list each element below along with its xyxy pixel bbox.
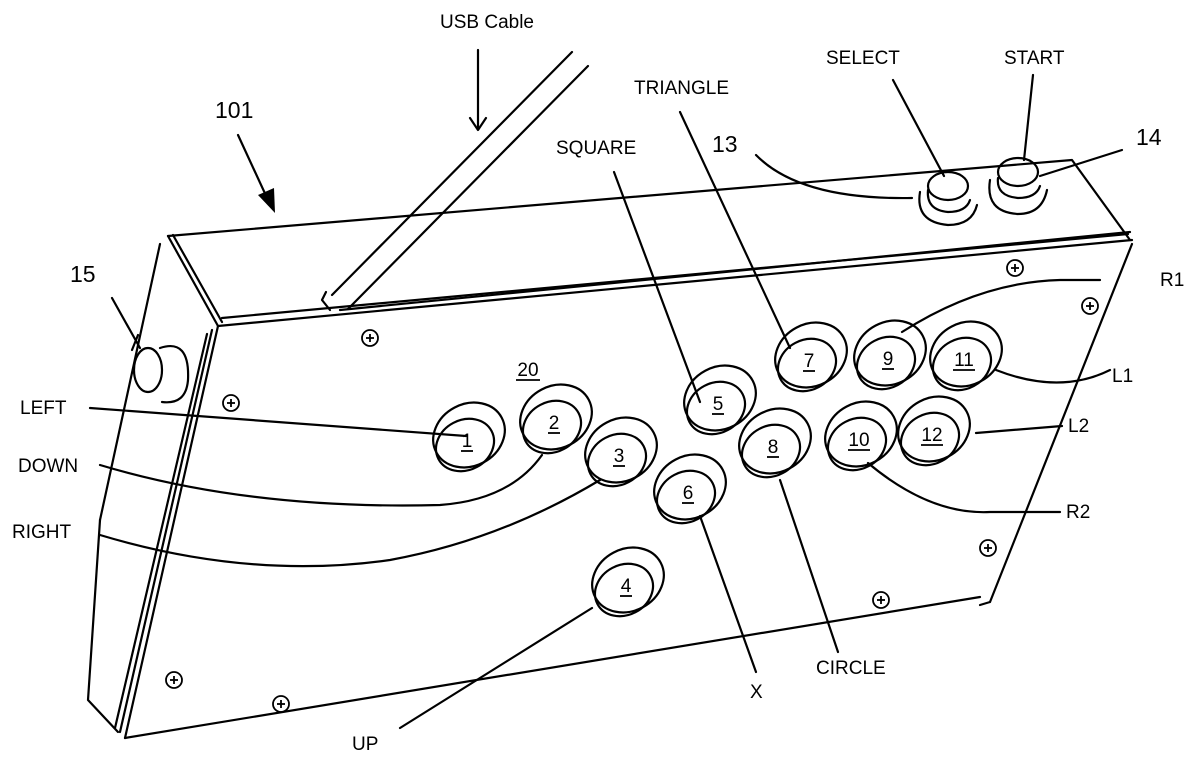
top-left-bevel bbox=[168, 236, 218, 326]
select-label: SELECT bbox=[826, 48, 900, 69]
l2-label: L2 bbox=[1068, 416, 1089, 437]
leader-l1 bbox=[996, 370, 1110, 383]
arcade-button-11[interactable]: 11 bbox=[919, 309, 1013, 400]
arcade-button-4[interactable]: 4 bbox=[581, 535, 675, 626]
square-label: SQUARE bbox=[556, 138, 636, 159]
up-label: UP bbox=[352, 734, 378, 755]
panel-right-lip bbox=[980, 602, 990, 605]
screw-icon bbox=[362, 330, 378, 346]
panel-right-edge bbox=[990, 244, 1132, 602]
screw-icon bbox=[1007, 260, 1023, 276]
start-label: START bbox=[1004, 48, 1065, 69]
arcade-button-9[interactable]: 9 bbox=[843, 308, 937, 399]
top-left-bevel-inner bbox=[173, 235, 222, 322]
device-reference: 101 bbox=[215, 97, 275, 213]
r1-label: R1 bbox=[1160, 270, 1184, 291]
select-ref-numeral: 13 bbox=[712, 131, 738, 157]
panel-left-edge-inner2 bbox=[115, 334, 207, 728]
screw-icon bbox=[873, 592, 889, 608]
panel-rim-1 bbox=[218, 240, 1132, 326]
arcade-button-10[interactable]: 10 bbox=[814, 389, 908, 480]
leader-r2 bbox=[868, 463, 1060, 512]
leader-left bbox=[90, 408, 466, 436]
x-label: X bbox=[750, 682, 763, 703]
top-back-edge bbox=[168, 160, 1130, 240]
arcade-button-3[interactable]: 3 bbox=[574, 405, 668, 496]
screw-icon bbox=[273, 696, 289, 712]
screw-icon bbox=[980, 540, 996, 556]
usb-cable: USB Cable bbox=[322, 12, 588, 310]
arcade-button-8[interactable]: 8 bbox=[728, 396, 822, 487]
arcade-button-6[interactable]: 6 bbox=[643, 442, 737, 533]
start-ref-numeral: 14 bbox=[1136, 124, 1162, 150]
leader-l2 bbox=[976, 426, 1062, 433]
button-number: 7 bbox=[804, 351, 815, 372]
triangle-label: TRIANGLE bbox=[634, 78, 729, 99]
button-number: 10 bbox=[848, 430, 869, 451]
leader-x bbox=[700, 516, 756, 672]
device-ref-arrow-icon bbox=[258, 188, 275, 213]
side-button-15: 15 bbox=[70, 261, 188, 402]
button-number: 5 bbox=[713, 394, 724, 415]
button-number: 2 bbox=[549, 413, 560, 434]
panel-left-edge-inner bbox=[120, 330, 212, 732]
arcade-button-2[interactable]: 2 bbox=[509, 372, 603, 463]
enclosure bbox=[88, 160, 1132, 738]
button-number: 1 bbox=[462, 431, 473, 452]
panel-rim-3 bbox=[340, 232, 1130, 310]
leader-r1 bbox=[902, 280, 1100, 332]
select-button[interactable] bbox=[919, 172, 977, 225]
side-button-ref: 15 bbox=[70, 261, 96, 287]
r2-label: R2 bbox=[1066, 502, 1090, 523]
l1-label: L1 bbox=[1112, 366, 1133, 387]
leader-up bbox=[400, 608, 592, 728]
left-label: LEFT bbox=[20, 398, 67, 419]
leader-lines bbox=[90, 112, 1110, 728]
button-number: 8 bbox=[768, 437, 779, 458]
button-number: 6 bbox=[683, 483, 694, 504]
screw-icon bbox=[1082, 298, 1098, 314]
arcade-button-12[interactable]: 12 bbox=[887, 384, 981, 475]
arcade-button-1[interactable]: 1 bbox=[422, 390, 516, 481]
screws bbox=[166, 260, 1098, 712]
button-number: 12 bbox=[921, 425, 942, 446]
button-number: 11 bbox=[954, 350, 974, 371]
screw-icon bbox=[223, 395, 239, 411]
leader-down bbox=[100, 455, 542, 506]
button-number: 4 bbox=[621, 576, 632, 597]
usb-cable-label: USB Cable bbox=[440, 12, 534, 33]
button-number: 9 bbox=[883, 349, 894, 370]
arcade-buttons: 123456789101112 bbox=[422, 308, 1013, 626]
screw-icon bbox=[166, 672, 182, 688]
side-face-lower bbox=[88, 520, 118, 732]
circle-label: CIRCLE bbox=[816, 658, 886, 679]
right-label: RIGHT bbox=[12, 522, 72, 543]
device-ref-numeral: 101 bbox=[215, 97, 253, 123]
down-label: DOWN bbox=[18, 456, 78, 477]
button-number: 3 bbox=[614, 446, 625, 467]
panel-ref-numeral: 20 bbox=[517, 360, 538, 381]
